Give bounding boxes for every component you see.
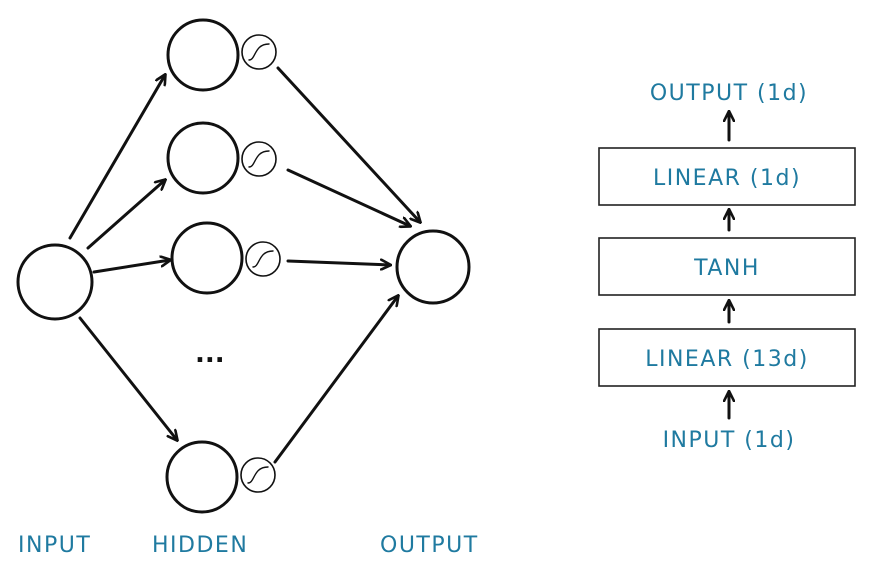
edge-input-hidden-3	[92, 260, 170, 274]
hidden-node-1	[166, 18, 240, 92]
layer-linear-1d-box	[598, 147, 856, 206]
label-input: INPUT	[18, 533, 91, 558]
stack-output-label: OUTPUT (1d)	[650, 81, 808, 106]
label-output: OUTPUT	[380, 533, 479, 558]
hidden-node-2	[166, 121, 240, 195]
tanh-activation-icon	[240, 457, 276, 493]
activation-icons	[240, 34, 281, 493]
layer-tanh-box	[598, 237, 856, 296]
label-hidden: HIDDEN	[152, 533, 248, 558]
tanh-activation-icon	[241, 34, 277, 70]
network-nodes	[16, 18, 471, 514]
hidden-node-3	[170, 221, 244, 295]
layer-linear-1d-label: LINEAR (1d)	[653, 166, 801, 191]
input-node	[16, 243, 94, 321]
tanh-activation-icon	[245, 241, 281, 277]
tanh-activation-icon	[241, 141, 277, 177]
layer-stack: OUTPUT (1d) LINEAR (1d) TANH LINEAR (13d…	[598, 81, 856, 453]
edge-input-hidden-n	[78, 316, 177, 440]
edge-hidden-2-output	[286, 168, 410, 226]
layer-tanh-label: TANH	[693, 256, 760, 281]
edge-hidden-3-output	[286, 261, 390, 265]
layer-linear-13d-label: LINEAR (13d)	[645, 347, 809, 372]
layer-linear-13d-box	[598, 328, 856, 387]
stack-input-label: INPUT (1d)	[663, 428, 796, 453]
network-edges	[68, 66, 420, 464]
edge-hidden-1-output	[276, 66, 420, 222]
edge-input-hidden-2	[86, 180, 165, 250]
output-node	[395, 229, 471, 305]
edge-hidden-n-output	[273, 296, 398, 464]
hidden-ellipsis: ...	[195, 339, 225, 369]
edge-input-hidden-1	[68, 75, 165, 240]
hidden-node-n	[165, 440, 239, 514]
